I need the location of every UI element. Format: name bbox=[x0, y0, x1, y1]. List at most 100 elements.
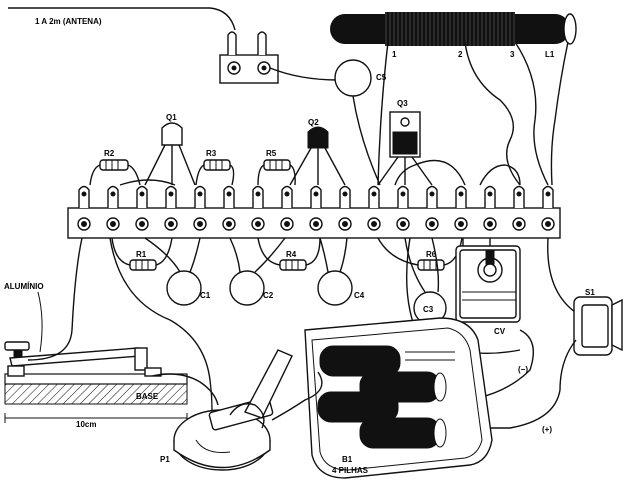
terminal-eyelet-center bbox=[545, 221, 551, 227]
b1-note-label: 4 PILHAS bbox=[332, 466, 369, 475]
r4-label: R4 bbox=[286, 250, 297, 259]
terminal-lug bbox=[107, 185, 119, 208]
r3-label: R3 bbox=[206, 149, 217, 158]
coil-lead-2 bbox=[464, 41, 521, 186]
variable-capacitor-cv[interactable]: CV bbox=[455, 238, 521, 336]
r6-label: R6 bbox=[426, 250, 437, 259]
terminal-eyelet-center bbox=[255, 221, 261, 227]
terminal-lug bbox=[223, 185, 235, 208]
l1-label: L1 bbox=[545, 50, 555, 59]
transistor-q2: Q2 bbox=[289, 118, 346, 186]
resistor-r2: R2 bbox=[89, 149, 141, 186]
coil-tap-1-label: 1 bbox=[392, 50, 397, 59]
terminal-lug-hole bbox=[458, 191, 464, 197]
aluminio-label: ALUMÍNIO bbox=[4, 282, 44, 291]
terminal-lug-hole bbox=[226, 191, 232, 197]
terminal-lug-hole bbox=[313, 191, 319, 197]
q3-label: Q3 bbox=[397, 99, 408, 108]
terminal-lug-hole bbox=[342, 191, 348, 197]
terminal-lug-hole bbox=[545, 191, 551, 197]
resistor-r1: R1 bbox=[111, 237, 173, 271]
aluminium-key[interactable]: ALUMÍNIO bbox=[4, 282, 162, 377]
r5-label: R5 bbox=[266, 149, 277, 158]
terminal-eyelet-center bbox=[226, 221, 232, 227]
terminal-lug-hole bbox=[139, 191, 145, 197]
antenna-to-c5-wire bbox=[269, 67, 339, 81]
terminal-eyelet-center bbox=[313, 221, 319, 227]
q1-jumper bbox=[119, 179, 176, 186]
resistor-r6: R6 bbox=[377, 237, 463, 271]
terminal-lug bbox=[542, 185, 554, 208]
terminal-lug bbox=[165, 185, 177, 208]
capacitor-c2: C2 bbox=[229, 237, 286, 306]
c2-label: C2 bbox=[263, 291, 274, 300]
terminal-eyelet-center bbox=[516, 221, 522, 227]
terminal-lug-hole bbox=[487, 191, 493, 197]
terminal-eyelet-center bbox=[487, 221, 493, 227]
coil-tap-2-label: 2 bbox=[458, 50, 463, 59]
potentiometer-p1[interactable]: P1 bbox=[160, 349, 293, 471]
terminal-eyelet-center bbox=[342, 221, 348, 227]
minus-label: (−) bbox=[518, 365, 528, 374]
c3-label: C3 bbox=[423, 305, 434, 314]
terminal-strip bbox=[67, 185, 561, 239]
terminal-lug-hole bbox=[255, 191, 261, 197]
terminal-lug bbox=[426, 185, 438, 208]
capacitor-c1: C1 bbox=[144, 237, 211, 306]
resistor-r5: R5 bbox=[257, 149, 296, 186]
terminal-lug-hole bbox=[81, 191, 87, 197]
resistor-r4: R4 bbox=[257, 237, 321, 271]
coil-tap-3-label: 3 bbox=[510, 50, 515, 59]
transistor-q1: Q1 bbox=[144, 113, 196, 186]
c5-label: C5 bbox=[376, 73, 387, 82]
battery-minus-wire bbox=[477, 329, 534, 399]
terminal-eyelet-center bbox=[284, 221, 290, 227]
resistor-r3: R3 bbox=[195, 149, 235, 186]
terminal-lug-hole bbox=[516, 191, 522, 197]
capacitor-c5: C5 bbox=[334, 59, 387, 186]
coil-l1: 1 2 3 L1 bbox=[330, 12, 577, 59]
switch-to-battery-wire bbox=[490, 339, 577, 429]
antenna-terminal-block bbox=[219, 31, 279, 84]
terminal-lug-hole bbox=[284, 191, 290, 197]
terminal-eyelet-center bbox=[429, 221, 435, 227]
terminal-eyelet-center bbox=[81, 221, 87, 227]
terminal-eyelet-center bbox=[400, 221, 406, 227]
base-to-p1-wire bbox=[151, 373, 219, 406]
plus-label: (+) bbox=[542, 425, 552, 434]
terminal-lugs-front bbox=[77, 217, 555, 231]
terminal-lugs-top bbox=[78, 185, 554, 208]
terminal-lug-hole bbox=[197, 191, 203, 197]
terminal-eyelet-center bbox=[110, 221, 116, 227]
terminal-lug bbox=[455, 185, 467, 208]
coil-lead-4 bbox=[550, 41, 569, 186]
capacitor-c3: C3 bbox=[404, 237, 447, 325]
p1-label: P1 bbox=[160, 455, 170, 464]
dimension-label: 10cm bbox=[76, 420, 96, 429]
battery-holder-b1: B1 4 PILHAS bbox=[304, 317, 493, 479]
terminal-lug bbox=[484, 185, 496, 208]
terminal-lug bbox=[397, 185, 409, 208]
b1-label: B1 bbox=[342, 455, 353, 464]
terminal-lug bbox=[281, 185, 293, 208]
switch-s1[interactable]: S1 bbox=[547, 237, 623, 356]
terminal-lug bbox=[252, 185, 264, 208]
terminal-lug bbox=[339, 185, 351, 208]
p1-to-battery-wire bbox=[271, 371, 323, 421]
terminal-lug-hole bbox=[371, 191, 377, 197]
cv-jumper bbox=[479, 164, 521, 186]
terminal-lug bbox=[136, 185, 148, 208]
terminal-eyelet-center bbox=[458, 221, 464, 227]
cv-label: CV bbox=[494, 327, 506, 336]
coil-lead-3 bbox=[514, 41, 549, 186]
base-board: BASE 10cm bbox=[4, 373, 188, 429]
terminal-lug bbox=[194, 185, 206, 208]
antenna-wire: 1 A 2m (ANTENA) bbox=[8, 7, 236, 31]
transistor-q3: Q3 bbox=[377, 99, 433, 186]
terminal-eyelet-center bbox=[139, 221, 145, 227]
terminal-lug bbox=[78, 185, 90, 208]
r1-label: R1 bbox=[136, 250, 147, 259]
c4-label: C4 bbox=[354, 291, 365, 300]
s1-label: S1 bbox=[585, 288, 595, 297]
